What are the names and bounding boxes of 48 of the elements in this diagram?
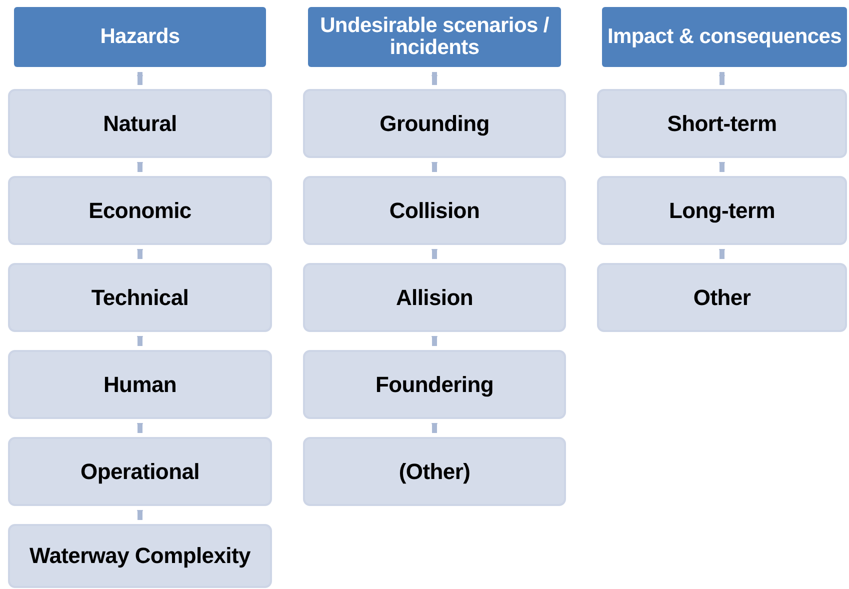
category-box	[8, 437, 272, 506]
arrow	[137, 72, 143, 85]
box-label: Foundering	[376, 372, 494, 396]
category-box	[303, 437, 566, 506]
category-box	[8, 524, 272, 588]
box-label: Human	[103, 372, 177, 396]
arrow	[719, 249, 725, 259]
category-box	[8, 89, 272, 158]
arrow	[432, 249, 438, 259]
category-box	[597, 176, 847, 245]
category-box	[597, 263, 847, 332]
header-box	[14, 7, 266, 67]
box-label: Grounding	[380, 112, 490, 136]
arrow	[719, 72, 725, 85]
category-box	[8, 176, 272, 245]
box-label: Allision	[396, 286, 474, 310]
box-label: Economic	[88, 198, 192, 222]
box-label: Impact & consequences	[607, 26, 842, 48]
category-box	[8, 350, 272, 419]
arrow	[432, 162, 438, 172]
box-label: Other	[693, 286, 751, 310]
arrow	[137, 249, 143, 259]
category-box	[303, 263, 566, 332]
arrow	[432, 72, 438, 85]
category-box	[597, 89, 847, 158]
category-box	[303, 176, 566, 245]
box-label: Short-term	[667, 112, 777, 136]
category-box	[303, 89, 566, 158]
box-label: Natural	[103, 112, 177, 136]
arrow	[137, 336, 143, 346]
arrow	[432, 336, 438, 346]
arrow	[137, 423, 143, 433]
box-label: Collision	[389, 198, 480, 222]
category-box	[303, 350, 566, 419]
header-box	[308, 7, 561, 67]
arrow	[137, 162, 143, 172]
box-label: Undesirable scenarios / incidents	[319, 14, 550, 60]
box-label: Technical	[91, 286, 189, 310]
category-box	[8, 263, 272, 332]
box-label: Waterway Complexity	[30, 544, 250, 568]
box-label: (Other)	[398, 460, 470, 484]
box-label: Operational	[80, 460, 200, 484]
arrow	[719, 162, 725, 172]
arrow	[137, 510, 143, 520]
arrow	[432, 423, 438, 433]
box-label: Long-term	[668, 198, 776, 222]
box-label: Hazards	[100, 26, 180, 48]
header-box	[602, 7, 847, 67]
